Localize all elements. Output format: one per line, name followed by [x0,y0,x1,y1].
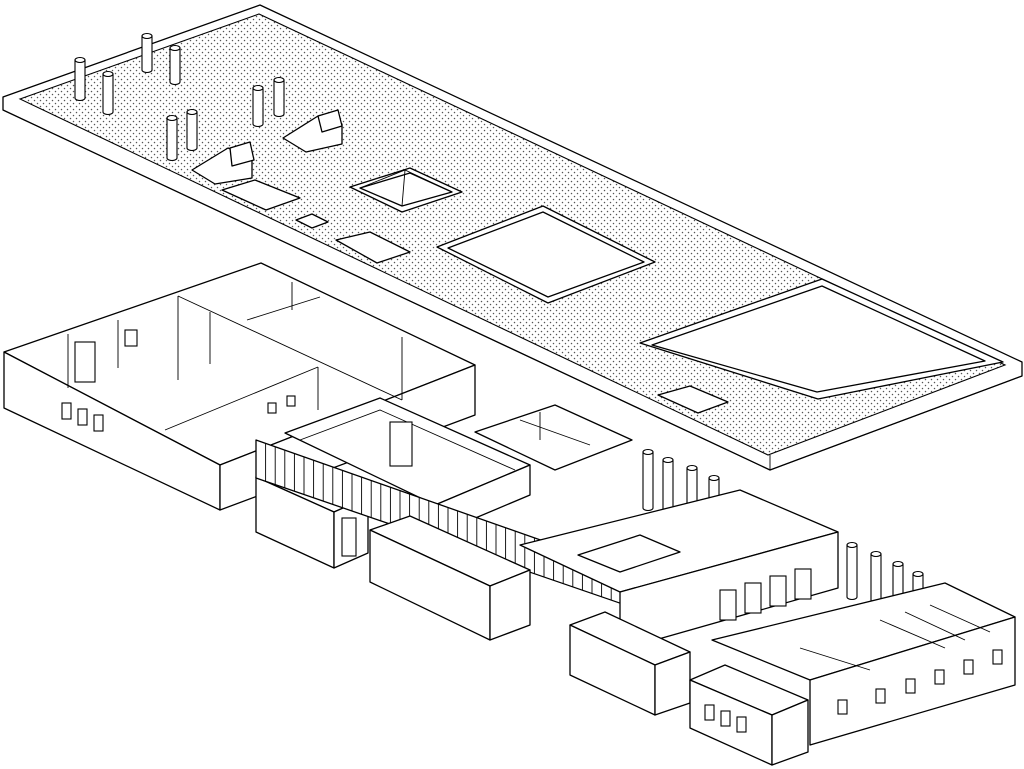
vent-pipe [141,32,153,74]
east-wing [711,582,1016,746]
vent-pipe [74,56,86,102]
roof-openings [221,179,1004,414]
west-front-windows [61,402,104,432]
roof-well-large-inner [447,211,645,298]
vent-pipe [642,448,654,512]
rooftop-units [191,109,343,185]
east-block-windows [719,568,812,621]
pyramid-skylight [349,167,463,213]
middle-block-side [489,569,531,641]
vent-pipe [169,44,181,86]
central-door [389,421,413,467]
roof-well-small-a [221,179,301,211]
south-box [689,664,809,766]
vent-pipe [102,70,114,116]
middle-block [369,515,531,641]
west-window [124,329,138,347]
south-box-side [771,699,809,766]
west-inner-window-b [286,395,296,407]
roof-vent-box [295,213,329,229]
west-door [74,341,96,383]
west-inner-window-a [267,402,277,414]
vent-pipe [846,541,858,601]
vent-pipe [252,84,264,128]
vent-pipe [870,550,882,604]
vent-pipe [273,76,285,118]
vent-pipe [186,108,198,152]
roof-well-small-b [335,231,411,264]
roof-well-end-inner [651,285,986,393]
vent-pipe [166,114,178,162]
south-box-windows [704,704,747,733]
vent-pipe [662,456,674,516]
east-wing-windows [837,649,1003,715]
entry-door [341,517,357,557]
service-block-top [474,404,633,471]
roof-well-small-c [657,385,729,414]
lower-box [569,611,691,716]
east-inner-room [577,534,681,573]
